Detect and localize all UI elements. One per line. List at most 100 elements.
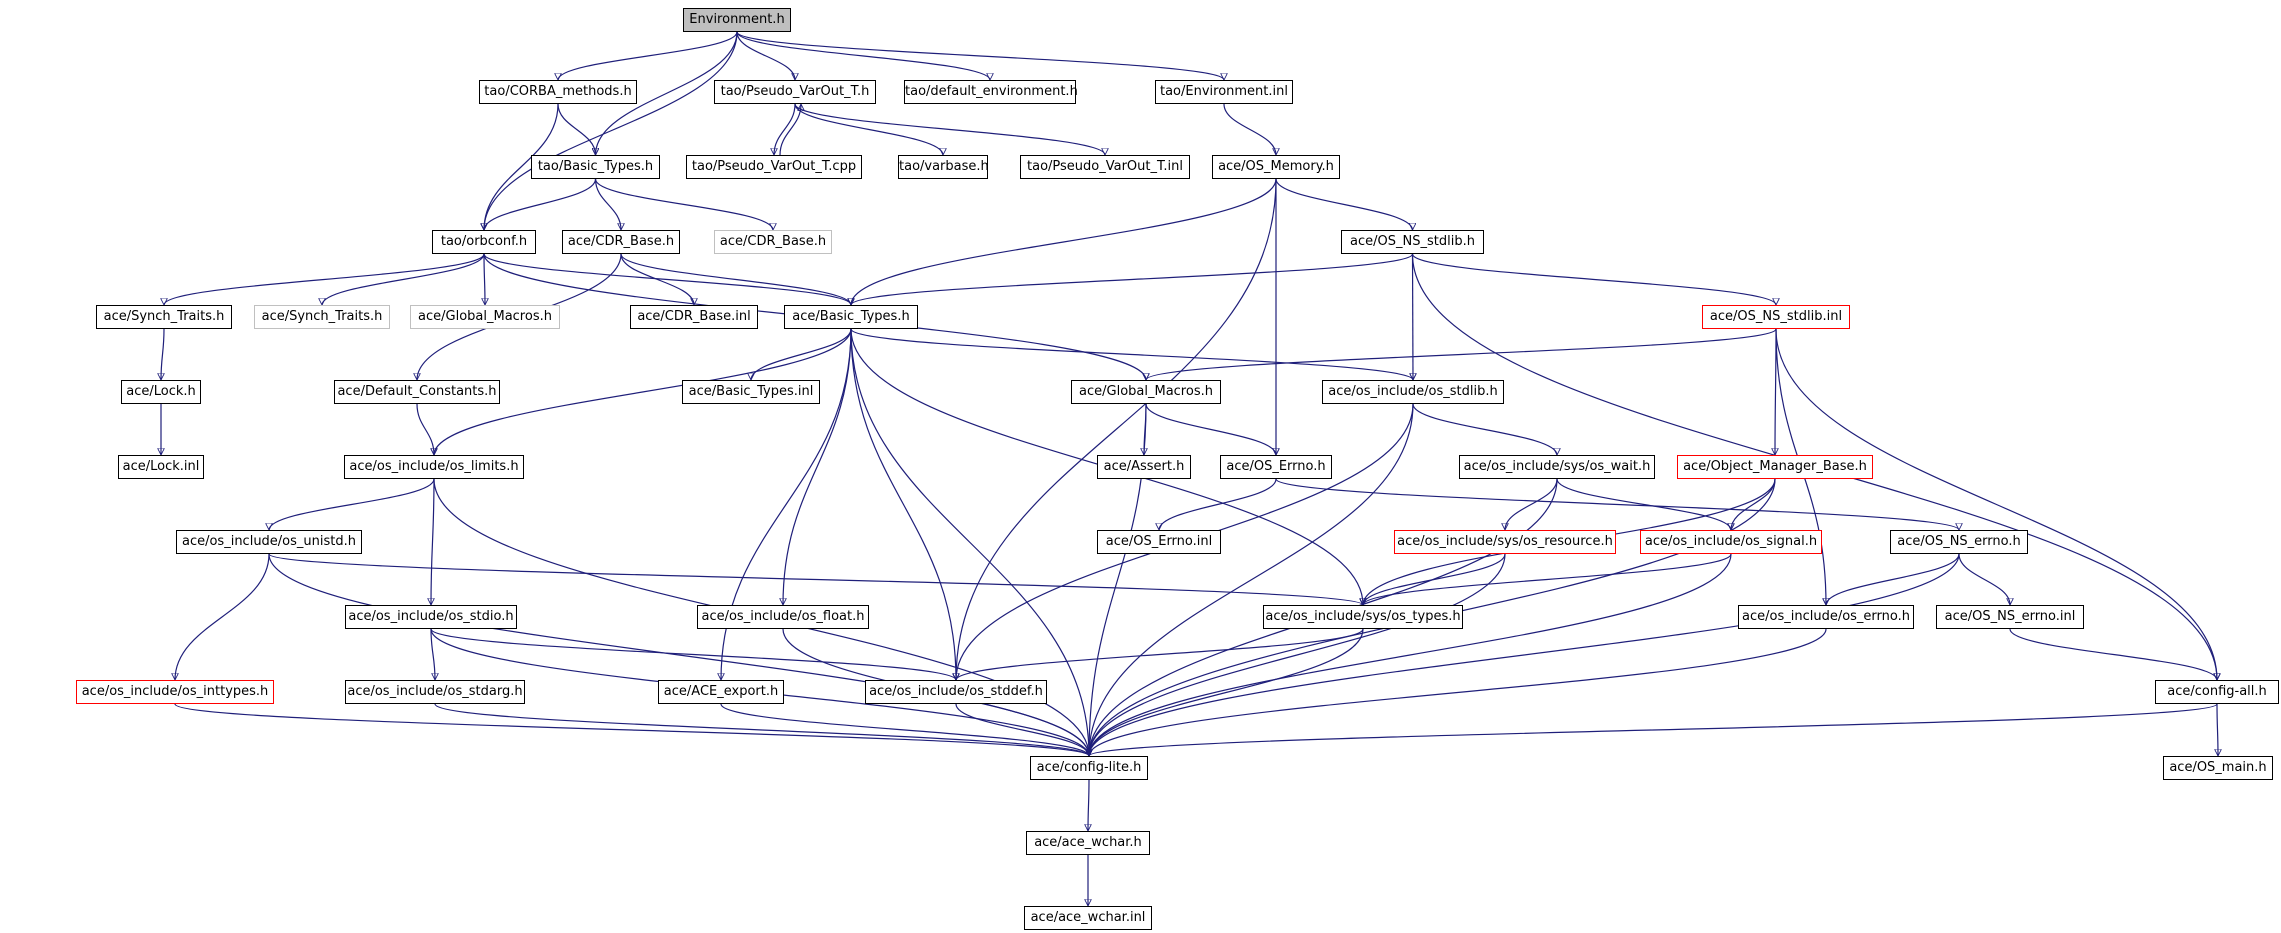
edge-ace_os_ns_stdlib_h-to-ace_basic_types_h bbox=[851, 253, 1414, 306]
node-ace-assert-h[interactable]: ace/Assert.h bbox=[1097, 455, 1191, 479]
node-ace-os-include-os-unistd-h[interactable]: ace/os_include/os_unistd.h bbox=[176, 530, 362, 554]
node-ace-os-ns-errno-inl[interactable]: ace/OS_NS_errno.inl bbox=[1936, 605, 2084, 629]
edge-tao_environment_inl-to-ace_os_memory_h bbox=[1223, 103, 1276, 156]
edge-tao_corba_methods_h-to-tao_basic_types_h bbox=[557, 103, 596, 156]
node-tao-default-environment-h[interactable]: tao/default_environment.h bbox=[904, 80, 1078, 104]
edge-ace_os_include_os_limits_h-to-ace_os_include_os_stdio_h bbox=[431, 478, 435, 605]
node-ace-os-include-sys-os-wait-h[interactable]: ace/os_include/sys/os_wait.h bbox=[1459, 455, 1655, 479]
node-ace-os-include-os-errno-h[interactable]: ace/os_include/os_errno.h bbox=[1738, 605, 1914, 629]
edge-tao_pseudo_varout_t_h-to-tao_varbase_h bbox=[794, 103, 943, 156]
edge-ace_global_macros_h-to-ace_os_errno_h bbox=[1145, 403, 1276, 456]
node-ace-os-ns-stdlib-h[interactable]: ace/OS_NS_stdlib.h bbox=[1341, 230, 1484, 254]
node-ace-os-memory-h[interactable]: ace/OS_Memory.h bbox=[1212, 155, 1340, 179]
node-ace-lock-h[interactable]: ace/Lock.h bbox=[121, 380, 201, 404]
node-ace-os-ns-errno-h[interactable]: ace/OS_NS_errno.h bbox=[1890, 530, 2028, 554]
edge-environment_h-to-tao_basic_types_h bbox=[596, 31, 738, 155]
edge-ace_os_include_sys_os_wait_h-to-ace_os_include_sys_os_resource_h bbox=[1505, 478, 1558, 531]
edge-ace_os_include_os_stdlib_h-to-ace_os_include_sys_os_wait_h bbox=[1412, 403, 1557, 456]
edge-ace_os_include_os_inttypes_h-to-ace_config_lite_h bbox=[174, 703, 1089, 757]
node-environment-h: Environment.h bbox=[683, 8, 791, 32]
edge-tao_orbconf_h-to-ace_synch_traits_h bbox=[164, 253, 485, 306]
edge-ace_os_include_os_unistd_h-to-ace_os_include_sys_os_types_h bbox=[268, 553, 1363, 606]
node-ace-default-constants-h[interactable]: ace/Default_Constants.h bbox=[334, 380, 500, 404]
edge-tao_orbconf_h-to-ace_synch_traits_h_ext bbox=[322, 253, 485, 306]
edge-ace_basic_types_h-to-ace_basic_types_inl bbox=[751, 328, 852, 381]
edge-ace_os_include_os_errno_h-to-ace_config_lite_h bbox=[1089, 628, 1827, 757]
node-ace-os-include-os-stdlib-h[interactable]: ace/os_include/os_stdlib.h bbox=[1322, 380, 1504, 404]
edge-ace_os_include_sys_os_types_h-to-ace_os_include_os_stddef_h bbox=[956, 628, 1364, 681]
edge-ace_config_all_h-to-ace_os_main_h bbox=[2217, 703, 2218, 756]
edge-tao_basic_types_h-to-tao_orbconf_h bbox=[484, 178, 597, 231]
edge-ace_os_include_sys_os_resource_h-to-ace_os_include_sys_os_types_h bbox=[1363, 553, 1506, 606]
node-ace-synch-traits-h-external: ace/Synch_Traits.h bbox=[254, 305, 390, 329]
edge-tao_pseudo_varout_t_cpp-to-tao_pseudo_varout_t_h bbox=[779, 104, 801, 156]
node-ace-os-errno-h[interactable]: ace/OS_Errno.h bbox=[1220, 455, 1332, 479]
edge-tao_pseudo_varout_t_h-to-tao_pseudo_varout_t_inl bbox=[794, 103, 1105, 156]
node-ace-lock-inl[interactable]: ace/Lock.inl bbox=[118, 455, 204, 479]
edge-ace_os_ns_stdlib_h-to-ace_os_include_os_stdlib_h bbox=[1413, 253, 1414, 380]
node-tao-orbconf-h[interactable]: tao/orbconf.h bbox=[432, 230, 536, 254]
node-ace-ace-wchar-h[interactable]: ace/ace_wchar.h bbox=[1026, 831, 1150, 855]
edge-ace_basic_types_h-to-ace_os_include_os_float_h bbox=[783, 328, 852, 605]
node-ace-os-include-os-signal-h[interactable]: ace/os_include/os_signal.h bbox=[1640, 530, 1822, 554]
node-tao-basic-types-h[interactable]: tao/Basic_Types.h bbox=[531, 155, 660, 179]
edge-ace_os_memory_h-to-ace_os_include_os_stddef_h bbox=[956, 178, 1277, 680]
edge-ace_os_include_sys_os_resource_h-to-ace_config_lite_h bbox=[1089, 553, 1506, 756]
node-ace-os-include-os-stddef-h[interactable]: ace/os_include/os_stddef.h bbox=[865, 680, 1047, 704]
node-ace-os-include-os-stdio-h[interactable]: ace/os_include/os_stdio.h bbox=[345, 605, 517, 629]
node-ace-object-manager-base-h[interactable]: ace/Object_Manager_Base.h bbox=[1677, 455, 1873, 479]
edge-ace_basic_types_h-to-ace_os_include_os_stddef_h bbox=[850, 328, 956, 680]
node-ace-os-include-os-float-h[interactable]: ace/os_include/os_float.h bbox=[697, 605, 869, 629]
edge-ace_basic_types_h-to-ace_os_include_os_stdlib_h bbox=[850, 328, 1413, 381]
node-tao-corba-methods-h[interactable]: tao/CORBA_methods.h bbox=[479, 80, 637, 104]
node-ace-global-macros-h[interactable]: ace/Global_Macros.h bbox=[1071, 380, 1221, 404]
node-ace-synch-traits-h[interactable]: ace/Synch_Traits.h bbox=[96, 305, 232, 329]
edge-ace_os_include_os_stdio_h-to-ace_os_include_os_stddef_h bbox=[430, 628, 956, 681]
node-tao-pseudo-varout-t-cpp[interactable]: tao/Pseudo_VarOut_T.cpp bbox=[686, 155, 862, 179]
edge-environment_h-to-tao_default_environment_h bbox=[736, 31, 990, 81]
node-ace-config-all-h[interactable]: ace/config-all.h bbox=[2155, 680, 2279, 704]
edge-ace_os_include_os_unistd_h-to-ace_os_include_os_inttypes_h bbox=[175, 553, 270, 680]
edge-environment_h-to-tao_corba_methods_h bbox=[558, 31, 738, 81]
node-ace-os-ns-stdlib-inl[interactable]: ace/OS_NS_stdlib.inl bbox=[1702, 305, 1850, 329]
node-tao-varbase-h[interactable]: tao/varbase.h bbox=[898, 155, 989, 179]
node-ace-os-include-sys-os-types-h[interactable]: ace/os_include/sys/os_types.h bbox=[1263, 605, 1463, 629]
edge-environment_h-to-tao_pseudo_varout_t_h bbox=[736, 31, 795, 81]
edge-ace_synch_traits_h-to-ace_lock_h bbox=[161, 328, 165, 380]
node-ace-os-errno-inl[interactable]: ace/OS_Errno.inl bbox=[1097, 530, 1221, 554]
edge-ace_config_all_h-to-ace_config_lite_h bbox=[1089, 703, 2218, 757]
edge-ace_config_lite_h-to-ace_ace_wchar_h bbox=[1088, 779, 1089, 831]
node-ace-config-lite-h[interactable]: ace/config-lite.h bbox=[1030, 756, 1148, 780]
edge-ace_os_ns_errno_h-to-ace_os_include_os_errno_h bbox=[1826, 553, 1960, 606]
edge-ace_os_ns_stdlib_inl-to-ace_global_macros_h bbox=[1146, 328, 1777, 381]
edge-ace_os_errno_h-to-ace_os_ns_errno_h bbox=[1275, 478, 1959, 531]
edge-ace_os_include_sys_os_types_h-to-ace_config_lite_h bbox=[1089, 628, 1364, 756]
node-tao-environment-inl[interactable]: tao/Environment.inl bbox=[1155, 80, 1293, 104]
edge-ace_os_include_os_stddef_h-to-ace_config_lite_h bbox=[955, 703, 1089, 757]
node-ace-basic-types-h[interactable]: ace/Basic_Types.h bbox=[784, 305, 918, 329]
edge-tao_corba_methods_h-to-tao_orbconf_h bbox=[484, 103, 559, 230]
node-ace-os-main-h[interactable]: ace/OS_main.h bbox=[2163, 756, 2273, 780]
edge-ace_os_ns_stdlib_h-to-ace_os_ns_stdlib_inl bbox=[1411, 253, 1777, 306]
node-ace-os-include-os-inttypes-h[interactable]: ace/os_include/os_inttypes.h bbox=[76, 680, 274, 704]
edge-ace_os_include_os_signal_h-to-ace_os_include_sys_os_types_h bbox=[1363, 553, 1732, 606]
node-ace-cdr-base-h[interactable]: ace/CDR_Base.h bbox=[562, 230, 680, 254]
node-ace-ace-export-h[interactable]: ace/ACE_export.h bbox=[658, 680, 784, 704]
edge-ace_os_memory_h-to-ace_basic_types_h bbox=[851, 178, 1277, 305]
edge-ace_os_ns_errno_h-to-ace_os_ns_errno_inl bbox=[1958, 553, 2010, 606]
edge-ace_basic_types_h-to-ace_config_lite_h bbox=[850, 328, 1089, 756]
node-ace-cdr-base-inl[interactable]: ace/CDR_Base.inl bbox=[630, 305, 758, 329]
edge-tao_basic_types_h-to-ace_cdr_base_h bbox=[594, 178, 622, 231]
edge-tao_orbconf_h-to-ace_global_macros_h_ext bbox=[484, 253, 485, 305]
edge-ace_os_ns_errno_inl-to-ace_config_all_h bbox=[2009, 628, 2217, 681]
node-ace-os-include-os-stdarg-h[interactable]: ace/os_include/os_stdarg.h bbox=[345, 680, 525, 704]
node-ace-ace-wchar-inl[interactable]: ace/ace_wchar.inl bbox=[1024, 906, 1152, 930]
node-ace-os-include-os-limits-h[interactable]: ace/os_include/os_limits.h bbox=[344, 455, 524, 479]
edge-ace_os_include_os_stdio_h-to-ace_os_include_os_stdarg_h bbox=[430, 628, 435, 680]
node-tao-pseudo-varout-t-h[interactable]: tao/Pseudo_VarOut_T.h bbox=[714, 80, 876, 104]
node-ace-basic-types-inl[interactable]: ace/Basic_Types.inl bbox=[682, 380, 820, 404]
node-ace-os-include-sys-os-resource-h[interactable]: ace/os_include/sys/os_resource.h bbox=[1394, 530, 1616, 554]
edge-ace_os_include_sys_os_wait_h-to-ace_os_include_os_signal_h bbox=[1556, 478, 1731, 531]
node-tao-pseudo-varout-t-inl[interactable]: tao/Pseudo_VarOut_T.inl bbox=[1020, 155, 1190, 179]
